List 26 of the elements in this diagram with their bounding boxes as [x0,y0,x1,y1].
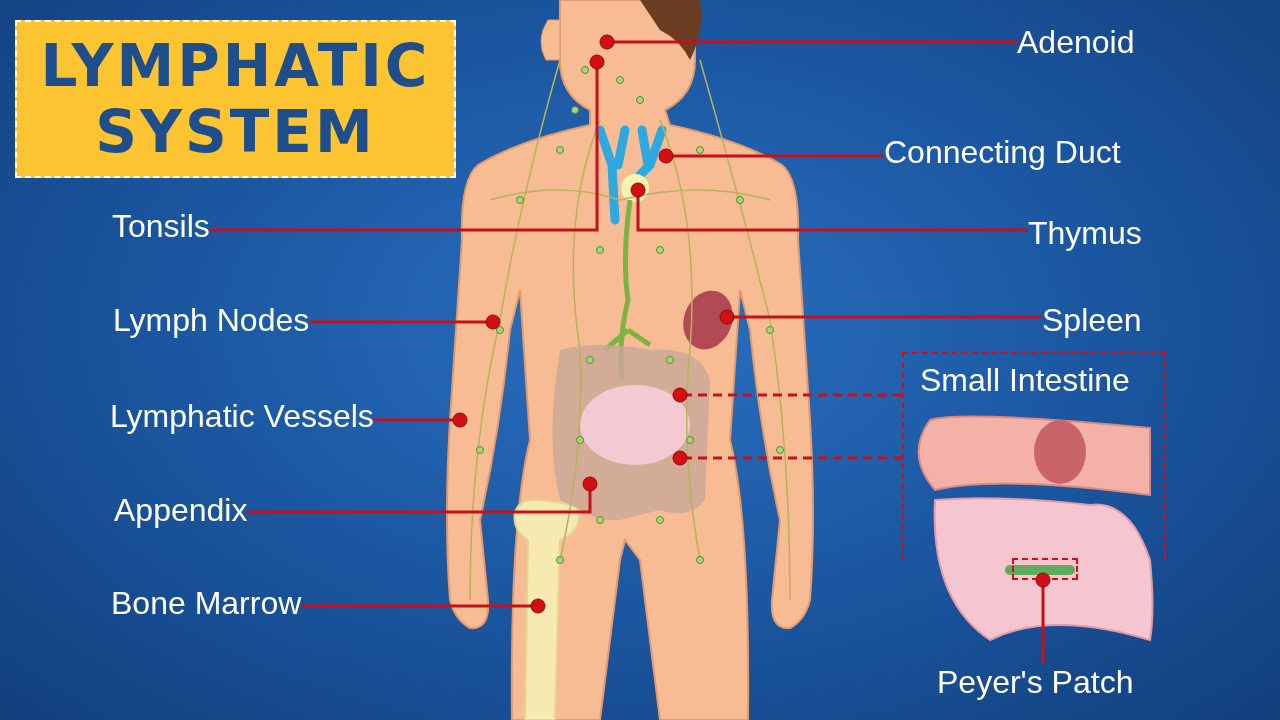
part-label: Tonsils [112,208,210,244]
part-label: Lymphatic Vessels [110,398,374,434]
part-label: Appendix [114,492,248,528]
leader-line [247,476,598,514]
title-banner: LYMPHATIC SYSTEM [15,20,456,178]
leader-line [301,598,546,614]
leader-line [672,450,902,466]
part-label: Adenoid [1017,24,1135,60]
leader-line [209,54,605,232]
leader-line [719,309,1042,325]
highlight-box [1012,558,1078,580]
leader-line [309,314,501,330]
part-label: Thymus [1028,215,1142,251]
part-label: Peyer's Patch [937,664,1134,700]
part-label: Spleen [1042,302,1142,338]
leader-line [373,412,468,428]
part-label: Lymph Nodes [113,302,310,338]
part-label: Connecting Duct [884,134,1121,170]
part-label: Bone Marrow [111,585,302,621]
inset-frame [902,352,1166,560]
leader-line [630,182,1028,232]
inset-heading: Small Intestine [920,362,1130,398]
leader-line [599,34,1017,50]
leader-line [672,387,902,403]
leader-line [1035,572,1051,664]
leader-line [658,148,884,164]
